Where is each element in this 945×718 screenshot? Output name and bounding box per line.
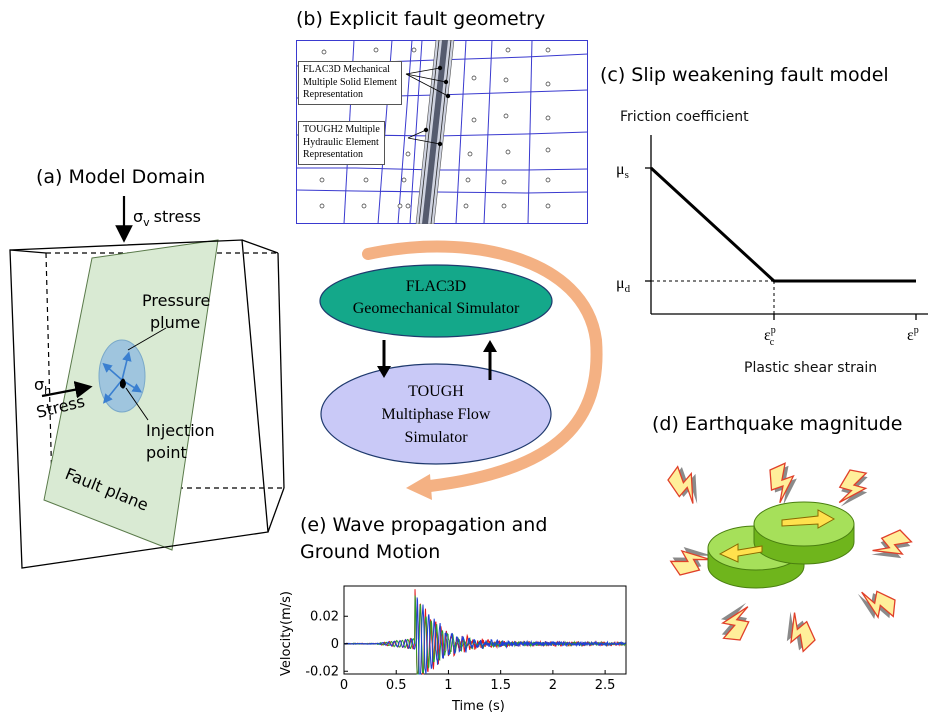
x-tick-label: 0: [340, 678, 348, 693]
eps-label: εp: [907, 325, 919, 344]
annotation-tough2-hydraulic: TOUGH2 Multiple Hydraulic Element Repres…: [298, 121, 385, 165]
workflow-arrow: [362, 240, 603, 492]
tough-label: TOUGH Multiphase Flow Simulator: [381, 383, 491, 446]
x-tick-label: 1: [444, 678, 452, 693]
panel-d-title: (d) Earthquake magnitude: [652, 413, 903, 435]
panel-e-title: (e) Wave propagation and Ground Motion: [300, 512, 547, 566]
velocity-series-3: [343, 597, 627, 675]
slip-axes: [645, 135, 928, 320]
fault-core: [422, 40, 448, 224]
strain-xlabel: Plastic shear strain: [744, 360, 877, 376]
x-tick-label: 2.5: [595, 678, 616, 693]
fault-disk-upper: [753, 501, 855, 565]
sigma-h-arrow: [41, 381, 93, 399]
panel-e-title-line1: (e) Wave propagation and: [300, 514, 548, 536]
x-tick-label: 2: [549, 678, 557, 693]
panel-c-title: (c) Slip weakening fault model: [600, 64, 889, 86]
sigma-h-label: σh: [34, 375, 51, 397]
plume-leader: [127, 327, 167, 351]
injection-point-label: Injection point: [146, 421, 220, 462]
element-centroids: [319, 47, 551, 209]
coupling-arrow-up: [483, 340, 497, 380]
annotation-leaders: [405, 67, 449, 145]
y-tick-label: 0.02: [310, 609, 339, 624]
friction-curve: [649, 166, 916, 283]
mu-d-label: μd: [616, 275, 631, 295]
panel-e-title-line2: Ground Motion: [300, 541, 441, 563]
flac3d-label: FLAC3D Geomechanical Simulator: [352, 278, 520, 317]
slip-arrow-left: [718, 543, 763, 563]
pressure-plume-label: Pressure plume: [142, 291, 215, 332]
mu-s-label: μs: [616, 161, 629, 181]
injection-point: [120, 378, 126, 389]
coupling-arrow-down: [377, 340, 391, 378]
velocity-plot-frame: [343, 585, 627, 675]
tough-ellipse: [320, 363, 552, 465]
simulator-coupling-diagram: [319, 240, 603, 500]
earthquake-diagram: [663, 461, 916, 656]
x-tick-label: 0.5: [386, 678, 407, 693]
velocity-ylabel: Velocity(m/s): [279, 591, 294, 676]
time-xlabel: Time (s): [451, 699, 505, 714]
flac3d-ellipse: [319, 264, 553, 338]
x-tick-label: 1.5: [490, 678, 511, 693]
pressure-plume: [98, 339, 146, 413]
domain-box-front-edges: [9, 239, 285, 569]
panel-b-title: (b) Explicit fault geometry: [296, 8, 546, 30]
y-tick-label: -0.02: [305, 664, 339, 679]
annotation-flac3d-mechanical: FLAC3D Mechanical Multiple Solid Element…: [298, 61, 402, 105]
panel-a-title: (a) Model Domain: [36, 166, 206, 188]
y-tick-label: 0: [331, 637, 339, 652]
injection-leader: [125, 387, 149, 421]
friction-ylabel: Friction coefficient: [620, 109, 749, 125]
slip-arrow-right: [781, 509, 836, 529]
velocity-series-group: [343, 589, 627, 675]
